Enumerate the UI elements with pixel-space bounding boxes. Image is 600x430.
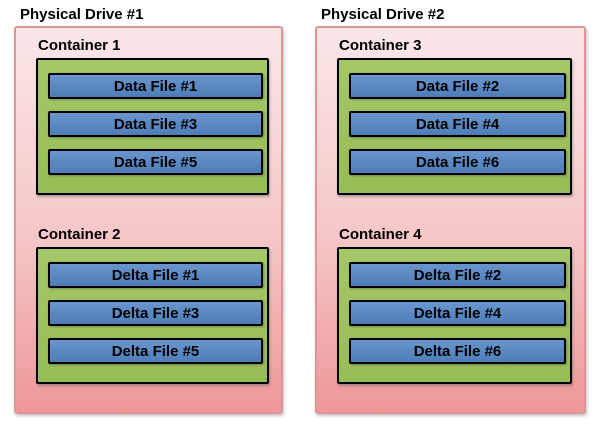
container-label: Container 3 [339, 37, 422, 54]
file-bar: Data File #4 [349, 111, 566, 137]
file-bar: Delta File #6 [349, 338, 566, 364]
drive-title: Physical Drive #1 [20, 6, 144, 23]
container-box-4: Delta File #2 Delta File #4 Delta File #… [337, 247, 572, 384]
container-label: Container 2 [38, 226, 121, 243]
file-bar: Data File #2 [349, 73, 566, 99]
container-box-3: Data File #2 Data File #4 Data File #6 [337, 58, 572, 195]
file-bar: Delta File #2 [349, 262, 566, 288]
drive-box-1: Container 1 Data File #1 Data File #3 Da… [14, 26, 283, 414]
file-bar: Data File #1 [48, 73, 263, 99]
file-bar: Data File #6 [349, 149, 566, 175]
drive-title: Physical Drive #2 [321, 6, 445, 23]
file-bar: Data File #5 [48, 149, 263, 175]
file-bar: Delta File #1 [48, 262, 263, 288]
container-box-2: Delta File #1 Delta File #3 Delta File #… [36, 247, 269, 384]
file-bar: Delta File #4 [349, 300, 566, 326]
file-bar: Delta File #3 [48, 300, 263, 326]
drive-column-2: Physical Drive #2 Container 3 Data File … [315, 4, 586, 414]
file-bar: Data File #3 [48, 111, 263, 137]
file-bar: Delta File #5 [48, 338, 263, 364]
drive-column-1: Physical Drive #1 Container 1 Data File … [14, 4, 283, 414]
drive-columns: Physical Drive #1 Container 1 Data File … [14, 4, 586, 414]
drive-box-2: Container 3 Data File #2 Data File #4 Da… [315, 26, 586, 414]
container-label: Container 4 [339, 226, 422, 243]
container-label: Container 1 [38, 37, 121, 54]
container-box-1: Data File #1 Data File #3 Data File #5 [36, 58, 269, 195]
